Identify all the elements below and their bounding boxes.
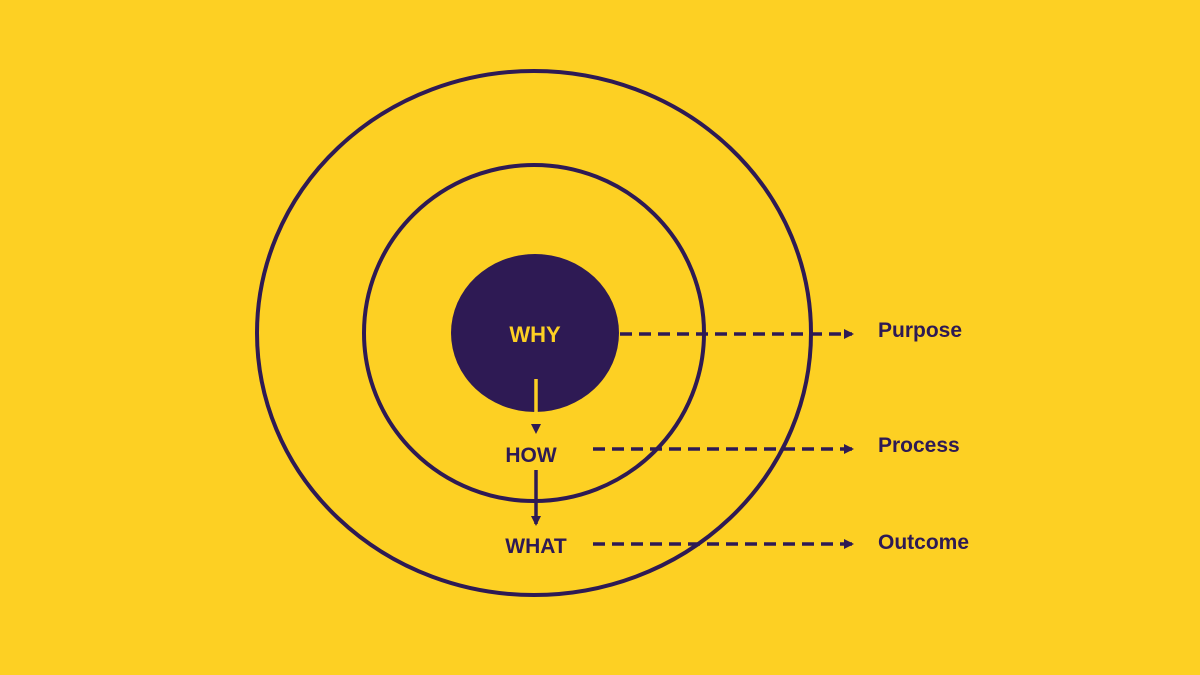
why-label: WHY — [509, 322, 561, 347]
core-circle-why — [451, 254, 619, 412]
what-label: WHAT — [505, 535, 567, 558]
outcome-label: Outcome — [878, 531, 969, 554]
process-label: Process — [878, 434, 960, 457]
how-label: HOW — [505, 444, 557, 467]
purpose-label: Purpose — [878, 319, 962, 342]
